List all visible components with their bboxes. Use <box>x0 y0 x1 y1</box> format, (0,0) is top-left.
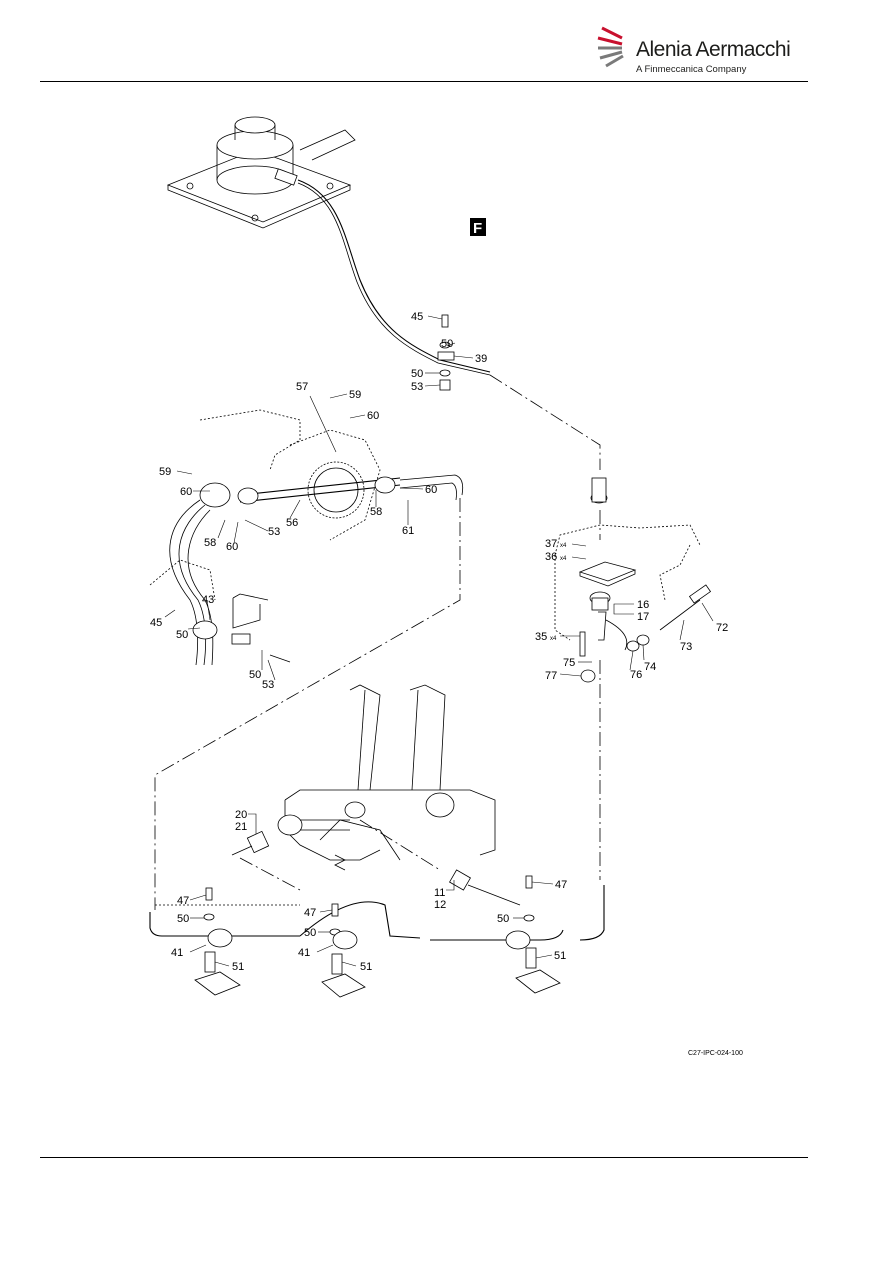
middle-left-mechanism <box>149 409 464 666</box>
multiplier-label: x4 <box>560 543 567 549</box>
callout-label: 60 <box>226 541 238 553</box>
footer-rule <box>40 1157 808 1158</box>
callout-label: 53 <box>262 679 274 691</box>
lower-machinery <box>277 684 496 871</box>
clamp-assembly-1 <box>194 887 241 996</box>
callout-label: 50 <box>411 368 423 380</box>
connector-20-21 <box>231 830 270 856</box>
callout-label: 41 <box>171 947 183 959</box>
clamp-group-39 <box>437 314 455 391</box>
header-rule <box>40 81 808 82</box>
callout-label: 53 <box>411 381 423 393</box>
connector-11-12 <box>449 869 521 906</box>
callout-label: 51 <box>360 961 372 973</box>
callout-label: 60 <box>425 484 437 496</box>
multiplier-label: x4 <box>560 556 567 562</box>
callout-label: 50 <box>304 927 316 939</box>
brand-name: Alenia Aermacchi <box>636 38 791 61</box>
callout-label: 59 <box>159 466 171 478</box>
callout-label: 51 <box>554 950 566 962</box>
clamp-assembly-2 <box>321 903 366 998</box>
callout-label: 60 <box>180 486 192 498</box>
callout-label: 17 <box>637 611 649 623</box>
callout-label: 76 <box>630 669 642 681</box>
callout-label: 58 <box>204 537 216 549</box>
callout-label: 36 <box>545 551 557 563</box>
callout-label: 45 <box>150 617 162 629</box>
callout-label: 75 <box>563 657 575 669</box>
middle-right-unit <box>554 477 712 683</box>
callout-label: 21 <box>235 821 247 833</box>
callout-label: 47 <box>555 879 567 891</box>
callout-label: 47 <box>304 907 316 919</box>
callout-label: 50 <box>176 629 188 641</box>
logo-emblem-icon <box>597 26 624 68</box>
callout-label: 16 <box>637 599 649 611</box>
callout-label: 50 <box>441 338 453 350</box>
callout-label: 61 <box>402 525 414 537</box>
callout-label: 11 <box>434 887 445 899</box>
callout-label: 47 <box>177 895 189 907</box>
callout-label: 37 <box>545 538 557 550</box>
callout-label: 56 <box>286 517 298 529</box>
figure-reference: C27-IPC-024-100 <box>688 1050 743 1057</box>
callout-label: 41 <box>298 947 310 959</box>
view-marker <box>470 218 486 236</box>
callout-label: 60 <box>367 410 379 422</box>
view-letter: F <box>473 220 482 237</box>
callout-label: 59 <box>349 389 361 401</box>
multiplier-label: x4 <box>550 636 557 642</box>
callout-label: 50 <box>497 913 509 925</box>
callout-label: 58 <box>370 506 382 518</box>
callout-label: 72 <box>716 622 728 634</box>
callout-label: 43 <box>202 594 214 606</box>
callout-label: 45 <box>411 311 423 323</box>
callout-label: 77 <box>545 670 557 682</box>
brand-logo: Alenia Aermacchi A Finmeccanica Company <box>596 24 796 82</box>
brand-tagline: A Finmeccanica Company <box>636 64 747 75</box>
callout-label: 20 <box>235 809 247 821</box>
callout-label: 12 <box>434 899 446 911</box>
callout-label: 73 <box>680 641 692 653</box>
callout-label: 50 <box>177 913 189 925</box>
callout-label: 74 <box>644 661 656 673</box>
actuator-unit <box>166 116 356 229</box>
callout-label: 50 <box>249 669 261 681</box>
callout-label: 57 <box>296 381 308 393</box>
callout-label: 53 <box>268 526 280 538</box>
callout-label: 39 <box>475 353 487 365</box>
clamp-assembly-3 <box>505 875 561 994</box>
callout-label: 51 <box>232 961 244 973</box>
callout-label: 35 <box>535 631 547 643</box>
